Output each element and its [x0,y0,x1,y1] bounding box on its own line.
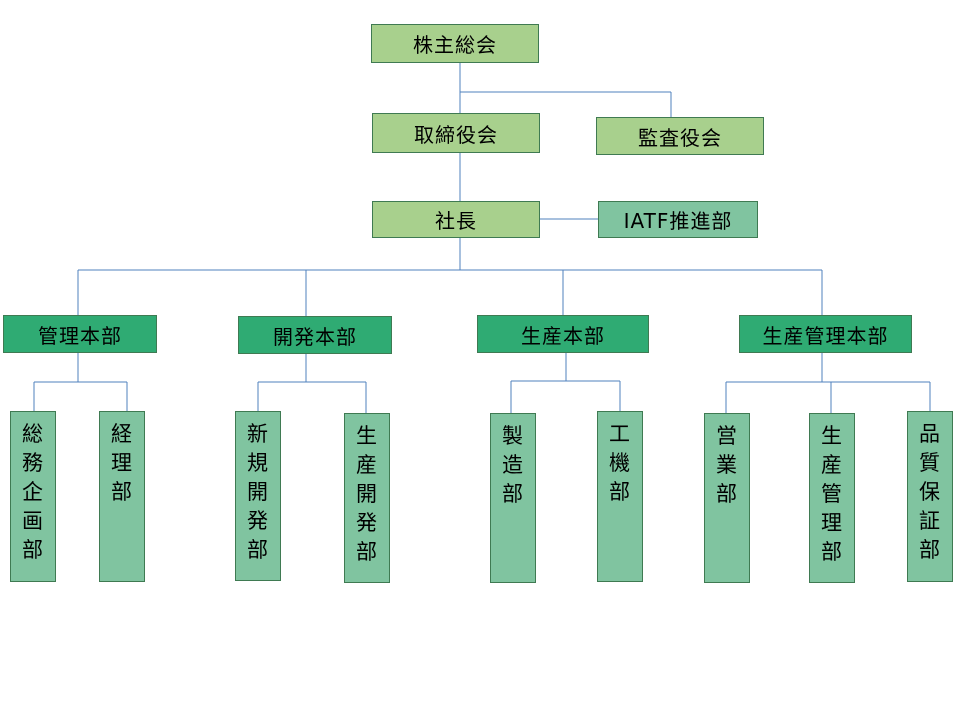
department-label: 生産開発部 [356,424,378,564]
board-of-directors-label: 取締役会 [414,122,498,147]
division-box: 生産管理本部 [739,315,912,353]
department-label: 新規開発部 [247,422,269,562]
division-label: 生産本部 [521,323,605,348]
department-label: 工機部 [609,422,631,504]
auditors-box: 監査役会 [596,117,764,155]
department-label: 製造部 [502,424,524,506]
department-label: 営業部 [716,424,738,506]
department-box: 生産開発部 [344,413,390,583]
department-box: 品質保証部 [907,411,953,582]
division-box: 開発本部 [238,316,392,354]
auditors-label: 監査役会 [638,125,722,150]
department-label: 経理部 [111,422,133,504]
president-box: 社長 [372,201,540,238]
iatf-label: IATF推進部 [623,209,733,233]
department-box: 総務企画部 [10,411,56,582]
president-label: 社長 [435,209,477,233]
department-box: 営業部 [704,413,750,583]
department-box: 経理部 [99,411,145,582]
division-label: 生産管理本部 [762,323,889,348]
division-box: 管理本部 [3,315,157,353]
department-label: 総務企画部 [22,422,44,562]
division-label: 開発本部 [273,324,357,349]
division-label: 管理本部 [38,323,122,348]
shareholders-meeting-label: 株主総会 [413,33,497,57]
board-of-directors-box: 取締役会 [372,113,540,153]
department-box: 生産管理部 [809,413,855,583]
division-box: 生産本部 [477,315,649,353]
shareholders-meeting-box: 株主総会 [371,24,539,63]
department-box: 工機部 [597,411,643,582]
iatf-box: IATF推進部 [598,201,758,238]
department-label: 生産管理部 [821,424,843,564]
department-box: 新規開発部 [235,411,281,581]
department-box: 製造部 [490,413,536,583]
department-label: 品質保証部 [919,422,941,562]
